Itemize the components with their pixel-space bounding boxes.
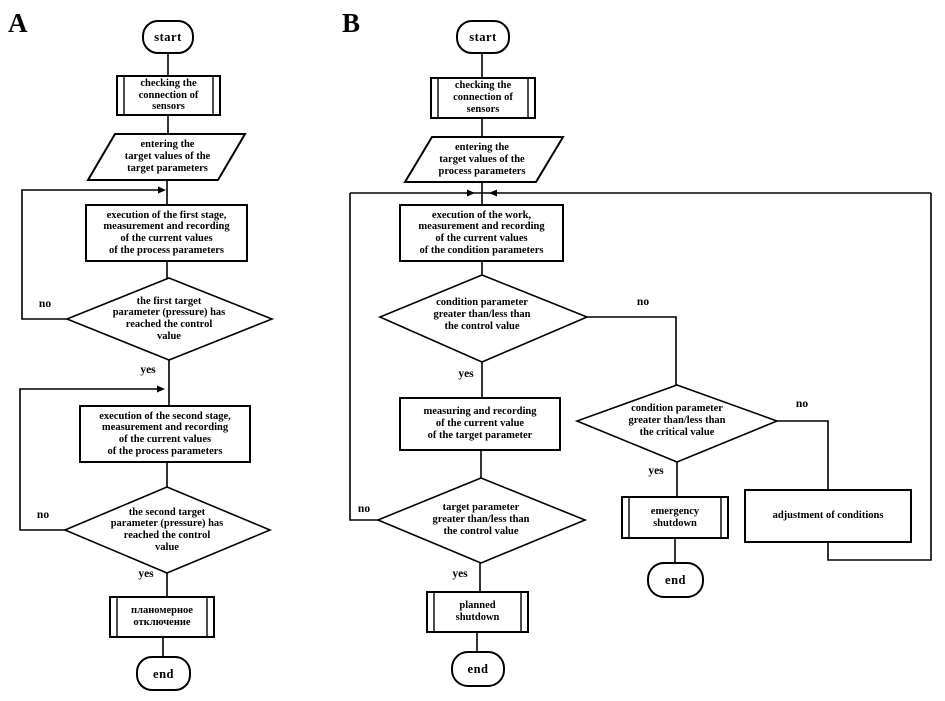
a-shutdown-box	[109, 596, 215, 638]
b-end-main-label: end	[467, 662, 489, 676]
b-start-terminal	[456, 20, 510, 54]
a-no2-edge-label: no	[36, 508, 50, 521]
a-decision2-label: the second target parameter (pressure) h…	[110, 506, 224, 553]
b-decision-critical-diamond	[574, 384, 780, 463]
a-start-label: start	[154, 30, 182, 44]
a-check-label: checking the connection of sensors	[138, 77, 199, 113]
b-input-parallelogram	[403, 136, 565, 183]
a-stage1-box	[85, 204, 248, 262]
b-shapes	[375, 20, 912, 687]
panel-a-label: A	[8, 8, 28, 38]
a-shapes	[62, 20, 275, 691]
b-decision-critical-label: condition parameter greater than/less th…	[628, 403, 726, 438]
b-emergency-box	[621, 496, 729, 539]
b-end-emergency-label: end	[665, 573, 686, 587]
a-stage1-label: execution of the first stage, measuremen…	[103, 209, 230, 256]
a-yes2-edge-label: yes	[138, 567, 154, 580]
a-connectors	[19, 53, 170, 657]
b-decision-target-diamond	[375, 477, 588, 564]
a-decision1-label: the first target parameter (pressure) ha…	[112, 295, 226, 342]
a-end-terminal	[136, 656, 191, 691]
b-work-label: execution of the work, measurement and r…	[418, 209, 545, 256]
a-input-label: entering the target values of the target…	[124, 139, 211, 174]
b-input-label: entering the target values of the proces…	[438, 142, 526, 177]
a-check-box	[116, 75, 221, 116]
a-shutdown-label: планомерное отключение	[131, 605, 193, 628]
b-yes-control-edge-label: yes	[458, 367, 474, 380]
a-stage2-label: execution of the second stage, measureme…	[99, 410, 231, 457]
b-check-label: checking the connection of sensors	[453, 80, 513, 115]
b-planned-label: planned shutdown	[455, 600, 500, 623]
b-yes-target-edge-label: yes	[452, 567, 468, 580]
a-no1-edge-label: no	[38, 297, 52, 310]
b-decision-control-diamond	[377, 274, 590, 363]
b-end-main-terminal	[451, 651, 505, 687]
b-end-emergency-terminal	[647, 562, 704, 598]
b-emergency-label: emergency shutdown	[650, 505, 700, 529]
b-decision-control-label: condition parameter greater than/less th…	[433, 297, 531, 332]
b-measure-box	[399, 397, 561, 451]
b-adjustment-label: adjustment of conditions	[772, 510, 884, 522]
b-connectors	[349, 53, 932, 652]
b-adjustment-box	[744, 489, 912, 543]
b-no-control-edge-label: no	[636, 295, 650, 308]
a-start-terminal	[142, 20, 194, 54]
a-end-label: end	[153, 666, 174, 681]
b-check-box	[430, 77, 536, 119]
b-yes-critical-edge-label: yes	[648, 464, 664, 477]
a-yes1-edge-label: yes	[140, 363, 156, 376]
a-stage2-box	[79, 405, 251, 463]
b-no-critical-edge-label: no	[795, 397, 809, 410]
b-planned-box	[426, 591, 529, 633]
b-decision-target-label: target parameter greater than/less than …	[432, 502, 530, 537]
a-input-parallelogram	[86, 133, 247, 181]
panel-b-label: B	[342, 8, 361, 38]
a-decision1-diamond	[64, 277, 275, 361]
b-arrowheads	[467, 189, 497, 197]
b-no-target-edge-label: no	[357, 502, 371, 515]
b-work-box	[399, 204, 564, 262]
a-decision2-diamond	[62, 486, 273, 574]
a-arrowheads	[157, 186, 166, 393]
b-start-label: start	[469, 30, 497, 44]
b-measure-label: measuring and recording of the current v…	[423, 406, 537, 441]
